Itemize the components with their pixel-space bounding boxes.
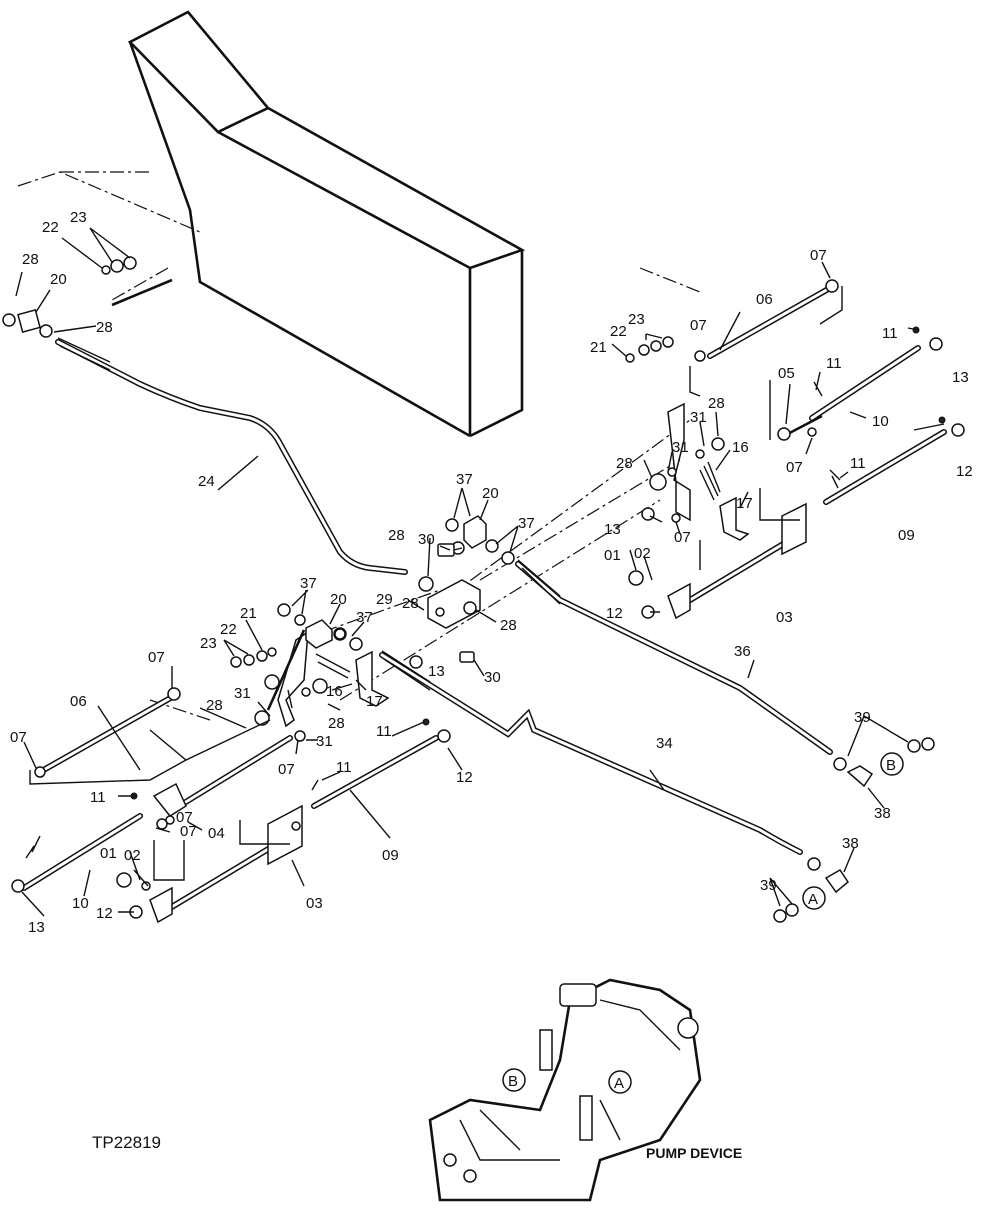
part-label: 38 — [842, 835, 859, 852]
part-label: 28 — [388, 527, 405, 544]
part-label: 12 — [96, 905, 113, 922]
part-label: 20 — [482, 485, 499, 502]
right-shafts — [625, 279, 965, 620]
part-label: 07 — [810, 247, 827, 264]
part-label: 07 — [176, 809, 193, 826]
part-label: 37 — [300, 575, 317, 592]
part-label: 31 — [672, 439, 689, 456]
part-label: 20 — [330, 591, 347, 608]
callout-a-pump: A — [614, 1075, 624, 1092]
part-label: 17 — [736, 495, 753, 512]
part-label: 03 — [306, 895, 323, 912]
part-label: 31 — [690, 409, 707, 426]
part-label: 23 — [200, 635, 217, 652]
part-label: 05 — [778, 365, 795, 382]
part-label: 11 — [882, 325, 898, 342]
part-label: 11 — [376, 723, 392, 740]
part-label: 13 — [428, 663, 445, 680]
part-label: 12 — [956, 463, 973, 480]
part-label: 30 — [484, 669, 501, 686]
part-label: 07 — [148, 649, 165, 666]
part-label: 28 — [328, 715, 345, 732]
part-label: 11 — [850, 455, 866, 472]
left-assembly — [11, 603, 451, 924]
part-label: 01 — [604, 547, 621, 564]
part-label: 01 — [100, 845, 117, 862]
part-label: 04 — [208, 825, 225, 842]
part-label: 17 — [366, 693, 383, 710]
part-label: 28 — [708, 395, 725, 412]
part-label: 06 — [756, 291, 773, 308]
pump-device-caption: PUMP DEVICE — [646, 1145, 742, 1161]
part-label: 22 — [220, 621, 237, 638]
part-label: 28 — [206, 697, 223, 714]
rod-34 — [379, 650, 803, 855]
part-label: 09 — [382, 847, 399, 864]
console-box — [127, 10, 526, 438]
part-label: 06 — [70, 693, 87, 710]
part-label: 02 — [124, 847, 141, 864]
part-label: 28 — [96, 319, 113, 336]
rod-24 — [2, 256, 408, 575]
rod-ends — [773, 737, 935, 923]
callout-markers: B A B A — [502, 752, 904, 1094]
guide-lines — [17, 171, 701, 721]
part-label: 28 — [22, 251, 39, 268]
central-bracket — [315, 515, 515, 707]
part-label: 13 — [604, 521, 621, 538]
part-label: 12 — [606, 605, 623, 622]
part-label: 12 — [456, 769, 473, 786]
leader-lines — [15, 227, 945, 917]
part-label: 13 — [28, 919, 45, 936]
callout-b-pump: B — [508, 1073, 518, 1090]
part-label: 07 — [10, 729, 27, 746]
part-label: 36 — [734, 643, 751, 660]
part-labels: 28 22 23 20 28 24 07 06 23 22 21 07 11 1… — [10, 209, 973, 936]
pump-device — [428, 978, 702, 1202]
part-label: 07 — [674, 529, 691, 546]
figure-id: TP22819 — [92, 1133, 161, 1152]
part-label: 03 — [776, 609, 793, 626]
part-label: 13 — [952, 369, 969, 386]
part-label: 07 — [180, 823, 197, 840]
part-label: 31 — [316, 733, 333, 750]
part-label: 07 — [690, 317, 707, 334]
part-label: 38 — [874, 805, 891, 822]
part-label: 39 — [854, 709, 871, 726]
part-label: 07 — [278, 761, 295, 778]
part-label: 21 — [240, 605, 257, 622]
part-label: 28 — [402, 595, 419, 612]
part-label: 16 — [732, 439, 749, 456]
part-label: 37 — [456, 471, 473, 488]
part-label: 37 — [518, 515, 535, 532]
part-label: 28 — [616, 455, 633, 472]
part-label: 23 — [628, 311, 645, 328]
callout-b-marker: B — [886, 757, 896, 774]
part-label: 02 — [634, 545, 651, 562]
rod-36 — [515, 559, 833, 755]
callout-a-marker: A — [808, 891, 818, 908]
part-label: 24 — [198, 473, 215, 490]
part-label: 34 — [656, 735, 673, 752]
part-label: 31 — [234, 685, 251, 702]
part-label: 10 — [72, 895, 89, 912]
part-label: 28 — [500, 617, 517, 634]
part-label: 16 — [326, 683, 343, 700]
part-label: 20 — [50, 271, 67, 288]
part-label: 22 — [610, 323, 627, 340]
part-label: 23 — [70, 209, 87, 226]
part-label: 21 — [590, 339, 607, 356]
part-label: 30 — [418, 531, 435, 548]
part-label: 09 — [898, 527, 915, 544]
part-label: 07 — [786, 459, 803, 476]
part-label: 22 — [42, 219, 59, 236]
part-label: 11 — [826, 355, 842, 372]
part-label: 29 — [376, 591, 393, 608]
part-label: 10 — [872, 413, 889, 430]
part-label: 11 — [336, 759, 352, 776]
part-label: 11 — [90, 789, 106, 806]
part-label: 37 — [356, 609, 373, 626]
part-label: 39 — [760, 877, 777, 894]
